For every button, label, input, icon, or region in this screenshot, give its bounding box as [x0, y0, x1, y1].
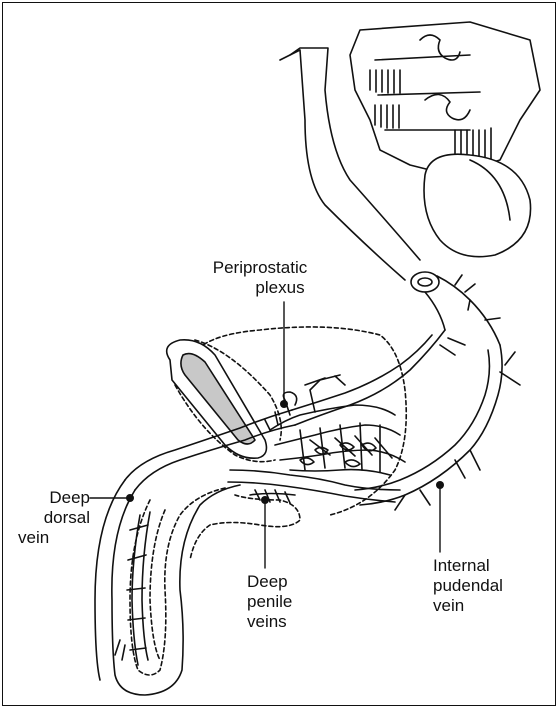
pubic-bone	[167, 340, 282, 462]
label-line: Periprostatic	[180, 258, 340, 278]
label-line: vein	[433, 596, 533, 616]
label-line: plexus	[180, 278, 340, 298]
leader-dots	[126, 400, 444, 504]
label-periprostatic-plexus: Periprostatic plexus	[180, 258, 340, 298]
dot-deep-penile	[261, 496, 269, 504]
sacrum-vertebrae	[350, 22, 540, 257]
label-line: Internal	[433, 556, 533, 576]
dot-deep-dorsal	[126, 494, 134, 502]
label-line: veins	[247, 612, 327, 632]
deep-penile-veins-detail	[250, 490, 295, 503]
dot-internal-pudendal	[436, 481, 444, 489]
label-deep-penile-veins: Deep penile veins	[247, 572, 327, 632]
label-deep-dorsal-vein: Deep dorsal vein	[18, 488, 90, 548]
label-line: pudendal	[433, 576, 533, 596]
label-line: dorsal	[18, 508, 90, 528]
label-internal-pudendal-vein: Internal pudendal vein	[433, 556, 533, 616]
label-line: Deep	[18, 488, 90, 508]
label-line: Deep	[247, 572, 327, 592]
label-line: vein	[18, 528, 90, 548]
label-line: penile	[247, 592, 327, 612]
periprostatic-plexus	[265, 375, 405, 475]
dot-periprostatic	[280, 400, 288, 408]
